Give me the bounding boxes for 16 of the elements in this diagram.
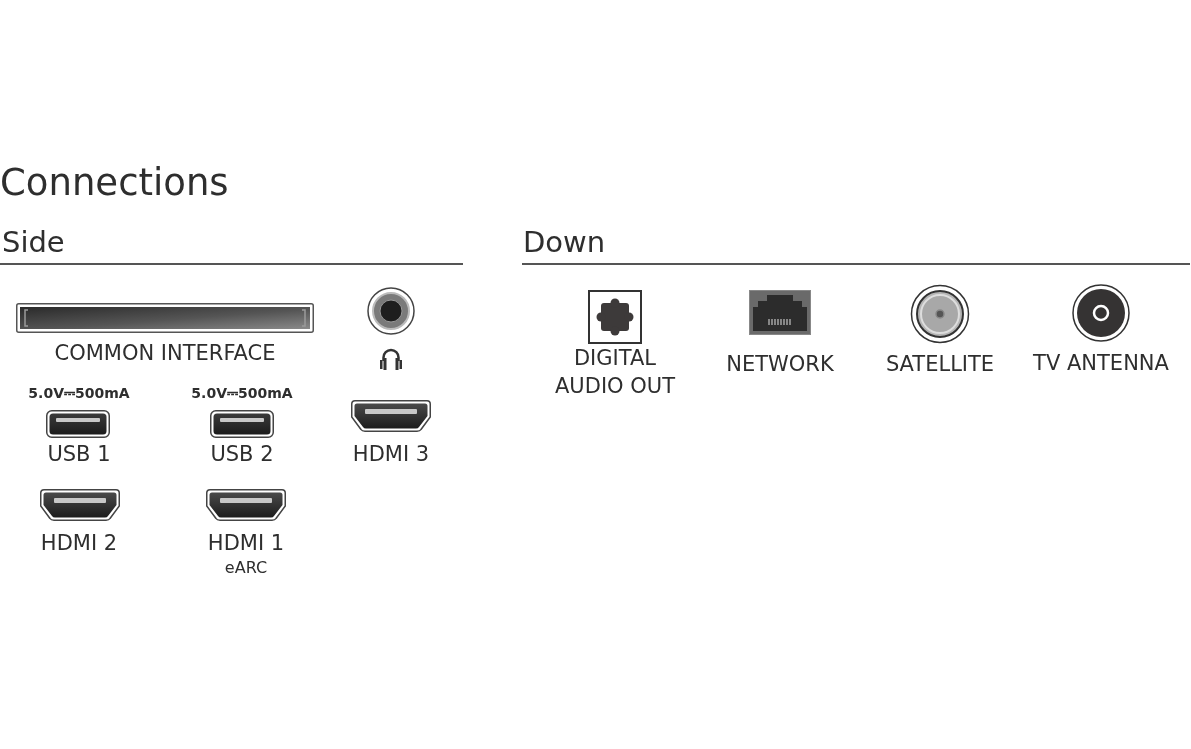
port-label: SATELLITE	[885, 352, 995, 377]
port-label: USB 2	[210, 442, 274, 467]
section-heading: Side	[2, 226, 65, 260]
section-heading: Down	[523, 226, 606, 260]
page-title: Connections	[0, 162, 229, 205]
port-label: USB 1	[47, 442, 111, 467]
port-label: HDMI 2	[40, 531, 118, 556]
port-sublabel: eARC	[224, 559, 268, 578]
port-label: TV ANTENNA	[1033, 351, 1169, 376]
port-label: HDMI 1	[207, 531, 285, 556]
port-label: NETWORK	[726, 352, 834, 377]
power-rating: 5.0V⎓500mA	[191, 385, 293, 402]
power-rating: 5.0V⎓500mA	[28, 385, 130, 402]
port-label: COMMON INTERFACE	[54, 341, 276, 366]
port-label: DIGITAL AUDIO OUT	[553, 345, 676, 400]
port-label: HDMI 3	[352, 442, 430, 467]
